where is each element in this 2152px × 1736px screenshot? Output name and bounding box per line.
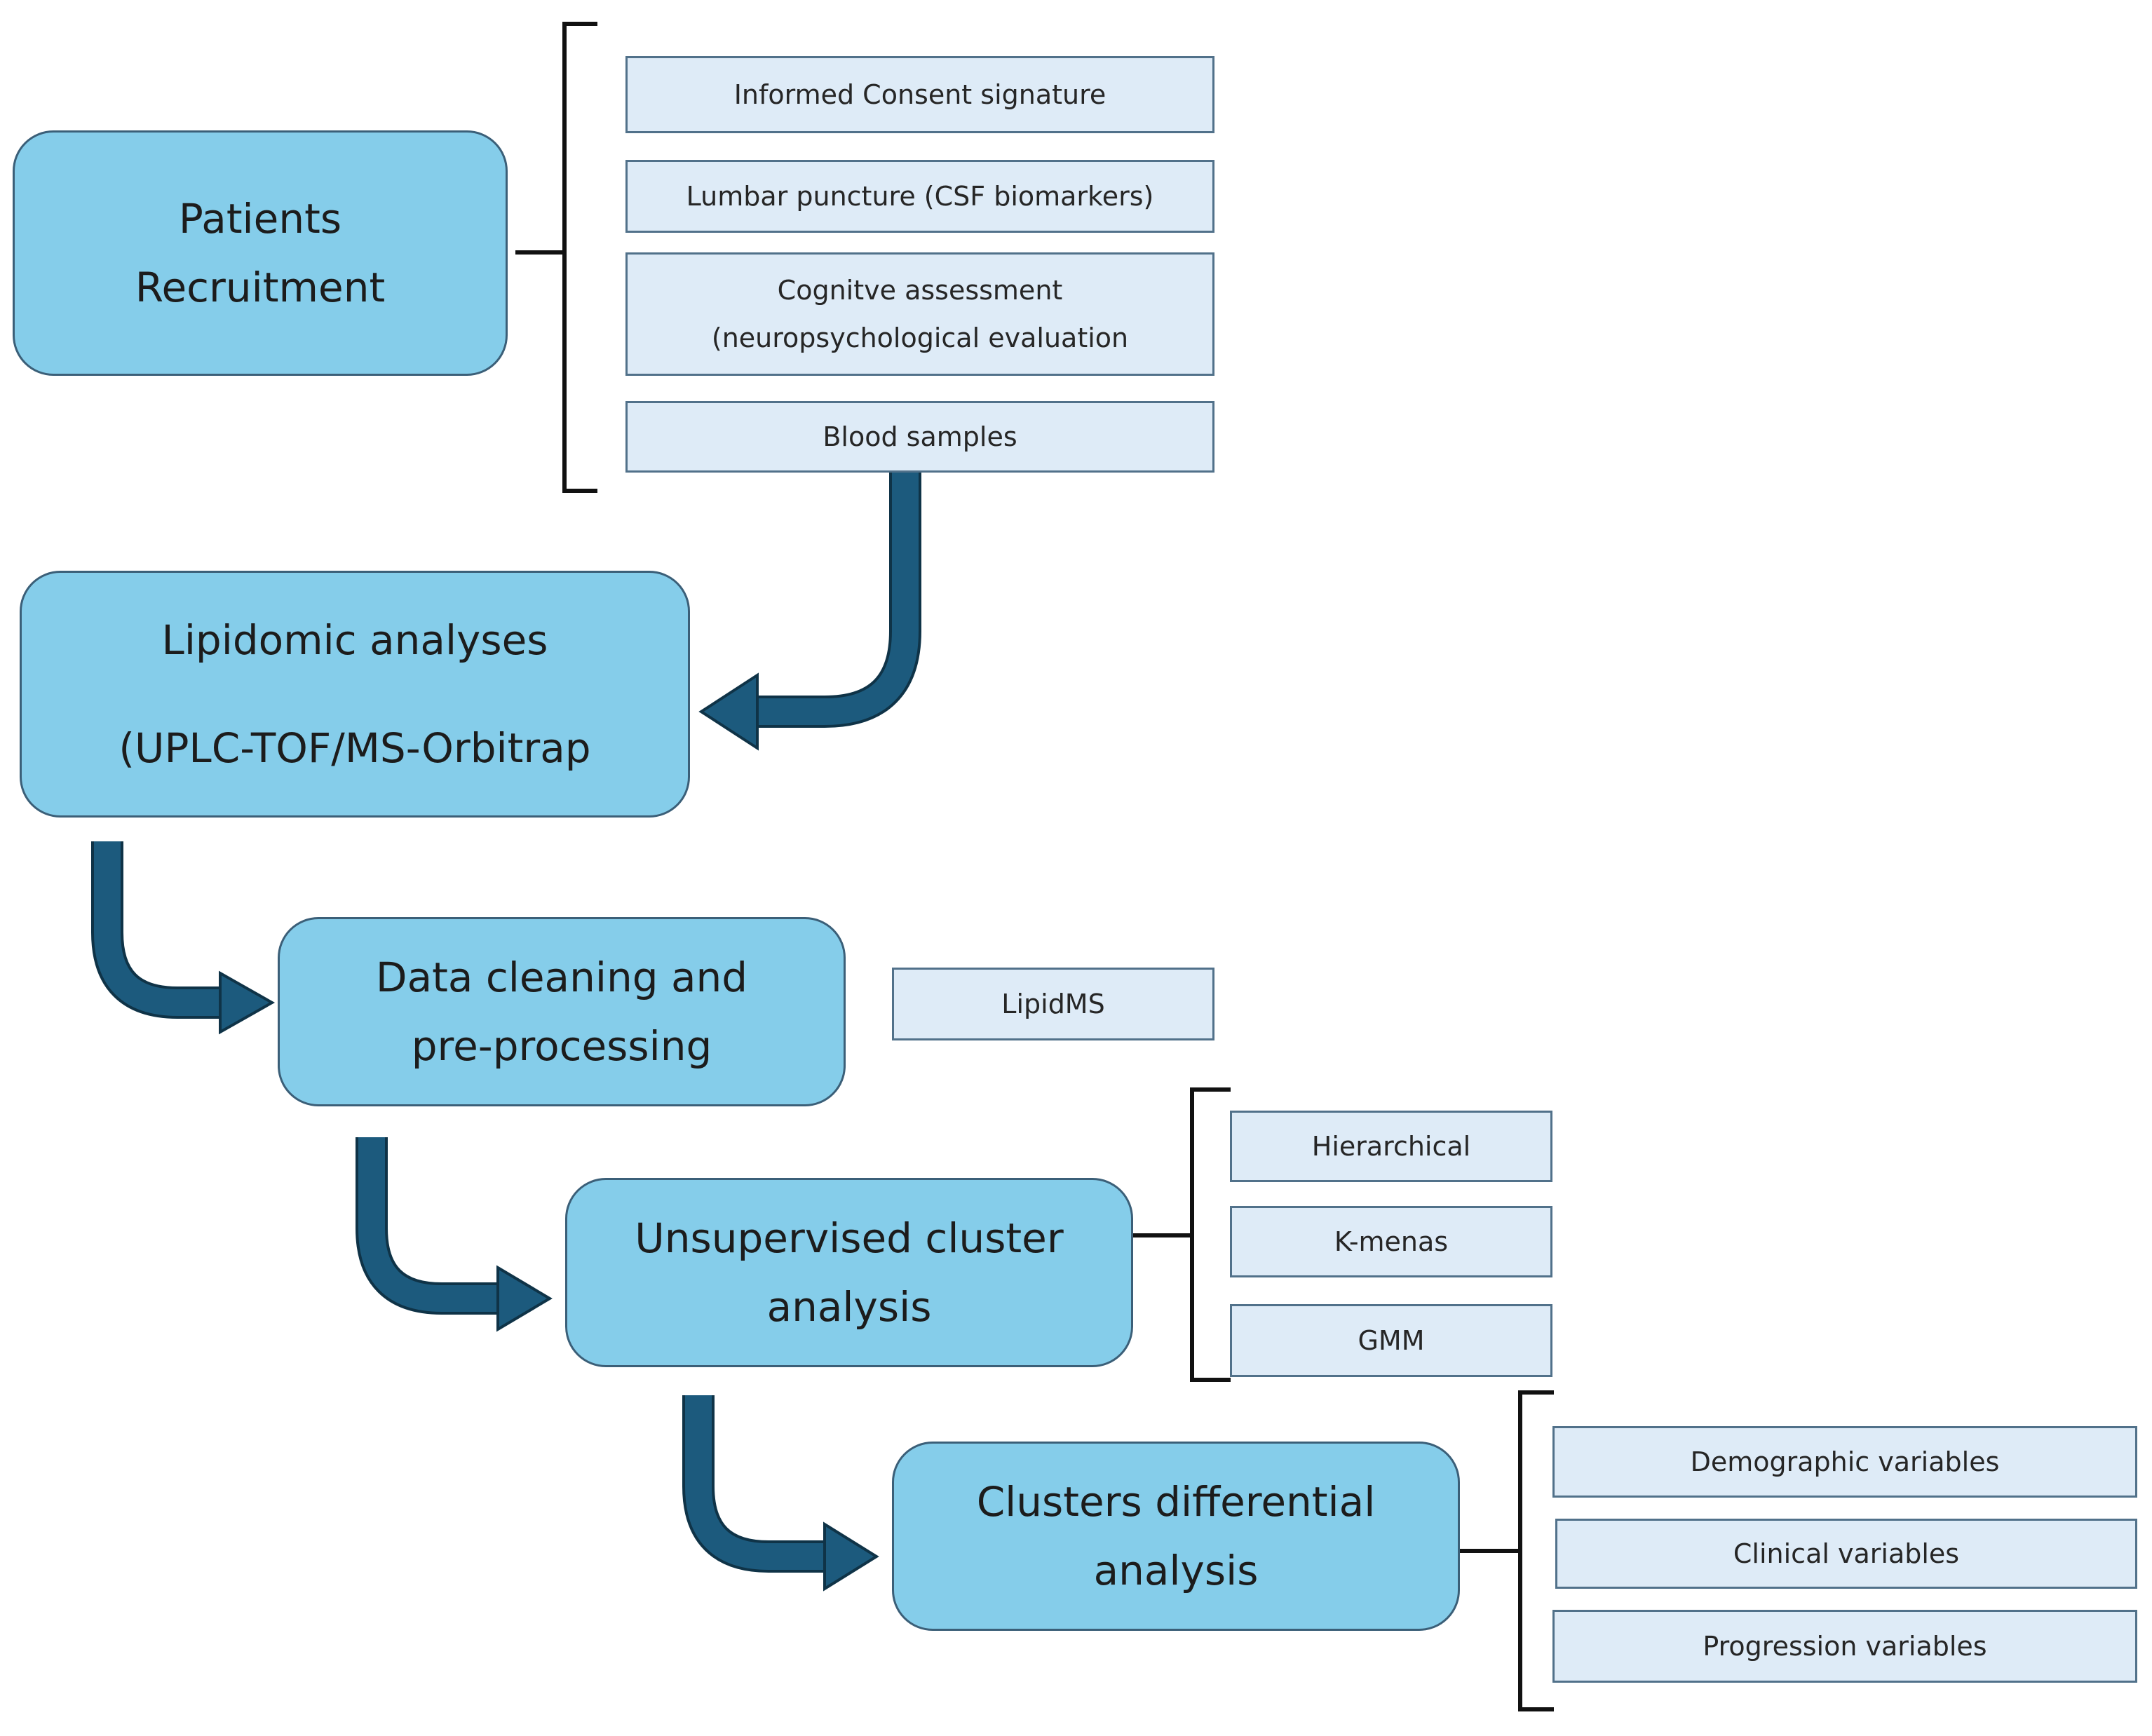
detail-clinical-variables: Clinical variables: [1555, 1519, 2137, 1589]
detail-cognitive-assessment: Cognitve assessment (neuropsychological …: [625, 252, 1214, 376]
step-label-line: Unsupervised cluster: [635, 1214, 1064, 1262]
detail-label: Progression variables: [1703, 1631, 1987, 1662]
detail-lumbar-puncture: Lumbar puncture (CSF biomarkers): [625, 160, 1214, 233]
detail-demographic-variables: Demographic variables: [1552, 1426, 2137, 1498]
detail-label: Blood samples: [823, 421, 1017, 452]
detail-k-means: K-menas: [1230, 1206, 1552, 1277]
detail-label: K-menas: [1334, 1226, 1449, 1257]
step-label-line: Lipidomic analyses: [161, 616, 548, 664]
detail-label: (neuropsychological evaluation: [711, 323, 1129, 353]
step-label-line: (UPLC-TOF/MS-Orbitrap: [119, 724, 591, 772]
brace-recruitment: [515, 22, 597, 493]
step-label-line: Patients: [178, 195, 342, 243]
step-label-line: pre-processing: [411, 1022, 712, 1070]
step-label-line: analysis: [1093, 1547, 1259, 1594]
detail-label: Cognitve assessment: [777, 275, 1063, 306]
flow-arrow-2: [91, 841, 276, 1035]
step-label-line: analysis: [766, 1283, 932, 1331]
step-label-line: Clusters differential: [976, 1478, 1376, 1526]
brace-cluster: [1123, 1087, 1231, 1382]
detail-label: Clinical variables: [1733, 1538, 1960, 1569]
flow-arrow-1: [698, 471, 921, 751]
detail-informed-consent: Informed Consent signature: [625, 56, 1214, 133]
detail-progression-variables: Progression variables: [1552, 1610, 2137, 1683]
step-lipidomic-analyses: Lipidomic analyses (UPLC-TOF/MS-Orbitrap: [20, 571, 690, 818]
step-patients-recruitment: Patients Recruitment: [13, 130, 508, 376]
detail-label: Lumbar puncture (CSF biomarkers): [686, 181, 1154, 212]
detail-blood-samples: Blood samples: [625, 401, 1214, 473]
detail-label: LipidMS: [1001, 989, 1105, 1019]
detail-label: Hierarchical: [1311, 1131, 1471, 1162]
step-clusters-differential: Clusters differential analysis: [892, 1442, 1460, 1631]
detail-gmm: GMM: [1230, 1304, 1552, 1377]
detail-label: Demographic variables: [1690, 1446, 2000, 1477]
flow-arrow-3: [356, 1137, 553, 1332]
detail-label: GMM: [1358, 1325, 1425, 1356]
detail-label: Informed Consent signature: [733, 79, 1107, 110]
step-label-line: Data cleaning and: [375, 954, 748, 1001]
detail-hierarchical: Hierarchical: [1230, 1111, 1552, 1182]
step-label-line: Recruitment: [135, 264, 386, 311]
step-data-cleaning: Data cleaning and pre-processing: [278, 917, 846, 1106]
brace-differential: [1449, 1390, 1554, 1711]
detail-lipidms: LipidMS: [892, 968, 1214, 1040]
step-cluster-analysis: Unsupervised cluster analysis: [565, 1178, 1133, 1367]
flow-arrow-4: [682, 1395, 879, 1592]
